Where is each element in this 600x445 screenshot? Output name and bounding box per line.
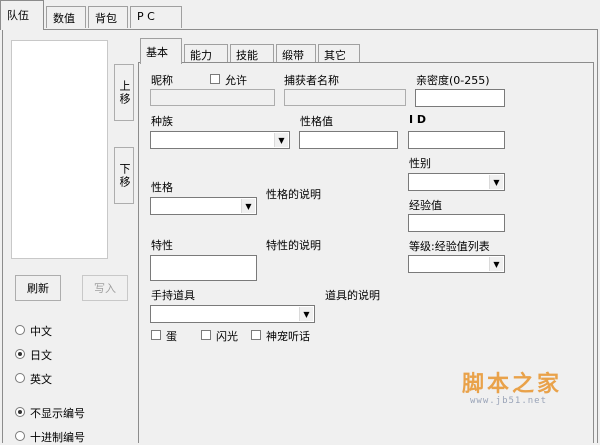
inner-tab-abilities[interactable]: 能力 [184,44,228,63]
exp-field[interactable] [408,214,505,232]
radio-chinese[interactable] [15,325,25,335]
level-combobox[interactable]: ▼ [408,255,505,273]
move-down-button[interactable]: 下移 [114,147,134,204]
held-item-combobox[interactable]: ▼ [150,305,315,323]
egg-checkbox[interactable] [151,330,161,340]
radio-japanese[interactable] [15,349,25,359]
radio-japanese-label: 日文 [30,349,52,362]
gender-combobox[interactable]: ▼ [408,173,505,191]
inner-tab-skills[interactable]: 技能 [230,44,274,63]
ability-label: 特性 [151,239,173,252]
personality-value-field[interactable] [299,131,398,149]
nickname-field[interactable] [150,89,275,106]
watermark-url: www.jb51.net [470,396,548,406]
friendship-field[interactable] [415,89,505,107]
inner-tab-other[interactable]: 其它 [318,44,360,63]
friendship-label: 亲密度(0-255) [416,74,490,87]
write-button[interactable]: 写入 [82,275,128,301]
mythical-obey-checkbox[interactable] [251,330,261,340]
outer-tab-strip: 队伍 数值 背包 P C [0,0,600,30]
shiny-label: 闪光 [216,330,238,343]
chevron-down-icon: ▼ [489,257,503,271]
held-item-label: 手持道具 [151,289,195,302]
allow-label: 允许 [225,74,247,87]
allow-checkbox[interactable] [210,74,220,84]
species-label: 种族 [151,115,173,128]
chevron-down-icon: ▼ [299,307,313,321]
party-listbox[interactable] [11,40,108,259]
catcher-name-label: 捕获者名称 [284,74,339,87]
tab-bag[interactable]: 背包 [88,6,128,28]
inner-tab-ribbons[interactable]: 缎带 [276,44,316,63]
inner-tab-basic[interactable]: 基本 [140,38,182,64]
move-up-button[interactable]: 上移 [114,64,134,121]
shiny-checkbox[interactable] [201,330,211,340]
nickname-label: 昵称 [151,74,173,87]
chevron-down-icon: ▼ [489,175,503,189]
radio-chinese-label: 中文 [30,325,52,338]
catcher-name-field[interactable] [284,89,406,106]
id-label: I D [409,113,427,126]
tab-team[interactable]: 队伍 [0,0,44,30]
nature-label: 性格 [151,181,173,194]
radio-decimal-number-label: 十进制编号 [30,431,85,444]
nature-combobox[interactable]: ▼ [150,197,257,215]
watermark-logo: 脚本之家 [462,371,563,397]
nature-description: 性格的说明 [266,188,321,201]
species-combobox[interactable]: ▼ [150,131,290,149]
chevron-down-icon: ▼ [274,133,288,147]
tab-stats[interactable]: 数值 [46,6,86,28]
ability-field[interactable] [150,255,257,281]
level-label: 等级:经验值列表 [409,240,490,253]
mythical-obey-label: 神宠听话 [266,330,310,343]
chevron-down-icon: ▼ [241,199,255,213]
gender-label: 性别 [409,157,431,170]
radio-no-number-label: 不显示编号 [30,407,85,420]
egg-label: 蛋 [166,330,177,343]
item-description: 道具的说明 [325,289,380,302]
basic-panel [138,62,594,443]
radio-decimal-number[interactable] [15,431,25,441]
tab-pc[interactable]: P C [130,6,182,28]
ability-description: 特性的说明 [266,239,321,252]
exp-label: 经验值 [409,199,442,212]
radio-english-label: 英文 [30,373,52,386]
refresh-button[interactable]: 刷新 [15,275,61,301]
id-field[interactable] [408,131,505,149]
radio-english[interactable] [15,373,25,383]
radio-no-number[interactable] [15,407,25,417]
personality-value-label: 性格值 [300,115,333,128]
